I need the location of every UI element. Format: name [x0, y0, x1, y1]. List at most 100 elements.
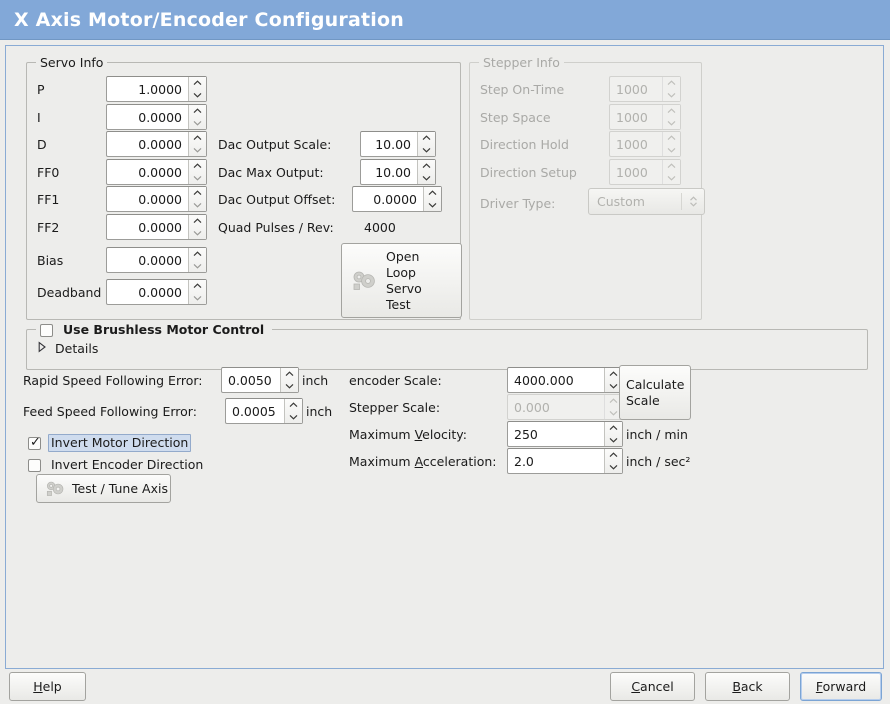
- servo-spin-d[interactable]: 0.0000: [106, 131, 207, 157]
- spin-down-icon[interactable]: [189, 260, 206, 272]
- servo-info-group: Servo Info P I D FF0 FF1 FF2 Bias Deadba…: [26, 55, 462, 320]
- checkbox-box[interactable]: [28, 458, 41, 472]
- spin-up-icon[interactable]: [605, 368, 622, 380]
- dac-output-scale-value: 10.00: [375, 136, 411, 152]
- servo-spin-p[interactable]: 1.0000: [106, 76, 207, 102]
- servo-spin-bias[interactable]: 0.0000: [106, 247, 207, 273]
- spin-up-icon[interactable]: [189, 132, 206, 144]
- open-loop-servo-test-button[interactable]: Open Loop Servo Test: [341, 243, 462, 318]
- maximum-velocity-spin-buttons[interactable]: [604, 422, 622, 446]
- spin-down-icon[interactable]: [418, 144, 435, 156]
- servo-spin-ff1-buttons[interactable]: [188, 187, 206, 211]
- use-brushless-motor-control-checkbox[interactable]: Use Brushless Motor Control: [36, 321, 273, 339]
- forward-button[interactable]: Forward: [800, 672, 882, 701]
- servo-spin-ff0[interactable]: 0.0000: [106, 159, 207, 185]
- spin-down-icon[interactable]: [189, 144, 206, 156]
- spin-down-icon[interactable]: [189, 227, 206, 239]
- feed-spin-buttons[interactable]: [284, 399, 302, 423]
- spin-down-icon[interactable]: [605, 461, 622, 473]
- spin-up-icon[interactable]: [189, 215, 206, 227]
- driver-type-label: Driver Type:: [480, 196, 556, 211]
- stepper-scale-spin-buttons: [604, 395, 622, 419]
- servo-spin-ff2[interactable]: 0.0000: [106, 214, 207, 240]
- window-titlebar: X Axis Motor/Encoder Configuration: [0, 0, 890, 40]
- spin-up-icon[interactable]: [418, 132, 435, 144]
- servo-spin-bias-buttons[interactable]: [188, 248, 206, 272]
- servo-spin-ff0-buttons[interactable]: [188, 160, 206, 184]
- spin-down-icon[interactable]: [189, 117, 206, 129]
- spin-up-icon[interactable]: [424, 187, 441, 199]
- spin-down-icon[interactable]: [605, 434, 622, 446]
- maximum-velocity-spin[interactable]: 250: [507, 421, 623, 447]
- spin-up-icon: [663, 132, 680, 144]
- chevron-updown-icon: [682, 195, 704, 208]
- rapid-speed-unit: inch: [302, 373, 329, 388]
- direction-setup-value: 1000: [616, 164, 648, 180]
- servo-spin-ff0-value: 0.0000: [138, 164, 182, 180]
- servo-spin-deadband[interactable]: 0.0000: [106, 279, 207, 305]
- spin-up-icon[interactable]: [285, 399, 302, 411]
- dac-output-scale-spin-buttons[interactable]: [417, 132, 435, 156]
- spin-down-icon[interactable]: [285, 411, 302, 423]
- spin-up-icon[interactable]: [281, 368, 298, 380]
- servo-spin-ff2-buttons[interactable]: [188, 215, 206, 239]
- dac-max-output-spin-buttons[interactable]: [417, 160, 435, 184]
- spin-up-icon[interactable]: [605, 422, 622, 434]
- chevron-right-icon[interactable]: [37, 341, 47, 356]
- servo-spin-p-buttons[interactable]: [188, 77, 206, 101]
- calculate-scale-line-2: Scale: [626, 392, 660, 408]
- spin-down-icon[interactable]: [605, 380, 622, 392]
- encoder-scale-spin[interactable]: 4000.000: [507, 367, 623, 393]
- spin-up-icon[interactable]: [418, 160, 435, 172]
- servo-spin-ff1[interactable]: 0.0000: [106, 186, 207, 212]
- spin-down-icon[interactable]: [189, 89, 206, 101]
- invert-encoder-direction-label: Invert Encoder Direction: [51, 457, 204, 472]
- spin-up-icon[interactable]: [189, 77, 206, 89]
- servo-spin-d-buttons[interactable]: [188, 132, 206, 156]
- feed-speed-following-error-spin[interactable]: 0.0005: [225, 398, 303, 424]
- encoder-scale-spin-buttons[interactable]: [604, 368, 622, 392]
- test-tune-axis-button[interactable]: Test / Tune Axis: [36, 474, 171, 503]
- spin-up-icon[interactable]: [189, 280, 206, 292]
- help-button[interactable]: Help: [9, 672, 86, 701]
- dac-output-offset-spin-buttons[interactable]: [423, 187, 441, 211]
- rapid-speed-following-error-spin[interactable]: 0.0050: [221, 367, 299, 393]
- step-space-value: 1000: [616, 109, 648, 125]
- back-button[interactable]: Back: [705, 672, 790, 701]
- servo-spin-i-buttons[interactable]: [188, 105, 206, 129]
- dac-output-scale-spin[interactable]: 10.00: [360, 131, 436, 157]
- maximum-acceleration-spin-buttons[interactable]: [604, 449, 622, 473]
- calculate-scale-button[interactable]: Calculate Scale: [619, 365, 691, 420]
- spin-down-icon[interactable]: [281, 380, 298, 392]
- spin-up-icon[interactable]: [189, 187, 206, 199]
- spin-up-icon[interactable]: [189, 248, 206, 260]
- rapid-speed-following-error-label: Rapid Speed Following Error:: [23, 373, 203, 388]
- spin-up-icon[interactable]: [605, 449, 622, 461]
- servo-spin-i[interactable]: 0.0000: [106, 104, 207, 130]
- invert-encoder-direction-checkbox[interactable]: Invert Encoder Direction: [28, 456, 206, 474]
- servo-label-deadband: Deadband: [37, 285, 102, 300]
- forward-post: orward: [822, 679, 867, 694]
- spin-up-icon[interactable]: [189, 105, 206, 117]
- spin-down-icon[interactable]: [418, 172, 435, 184]
- checkbox-box[interactable]: ✓: [28, 436, 41, 450]
- spin-down-icon[interactable]: [189, 292, 206, 304]
- spin-down-icon[interactable]: [189, 172, 206, 184]
- rapid-spin-buttons[interactable]: [280, 368, 298, 392]
- cancel-button[interactable]: Cancel: [610, 672, 695, 701]
- spin-down-icon[interactable]: [424, 199, 441, 211]
- checkbox-box[interactable]: [40, 323, 53, 337]
- maximum-acceleration-spin[interactable]: 2.0: [507, 448, 623, 474]
- details-expander[interactable]: Details: [37, 341, 98, 356]
- spin-down-icon[interactable]: [189, 199, 206, 211]
- invert-motor-direction-checkbox[interactable]: ✓ Invert Motor Direction: [28, 434, 192, 452]
- dac-max-output-spin[interactable]: 10.00: [360, 159, 436, 185]
- spin-up-icon[interactable]: [189, 160, 206, 172]
- servo-spin-deadband-buttons[interactable]: [188, 280, 206, 304]
- dac-output-offset-spin[interactable]: 0.0000: [352, 186, 442, 212]
- stepper-info-group: Stepper Info Step On-Time Step Space Dir…: [469, 55, 705, 320]
- dialog-action-bar: Help Cancel Back Forward: [0, 669, 890, 704]
- servo-info-legend: Servo Info: [36, 55, 108, 70]
- page-title: X Axis Motor/Encoder Configuration: [14, 8, 404, 31]
- max-velocity-mnemonic: V: [414, 427, 423, 442]
